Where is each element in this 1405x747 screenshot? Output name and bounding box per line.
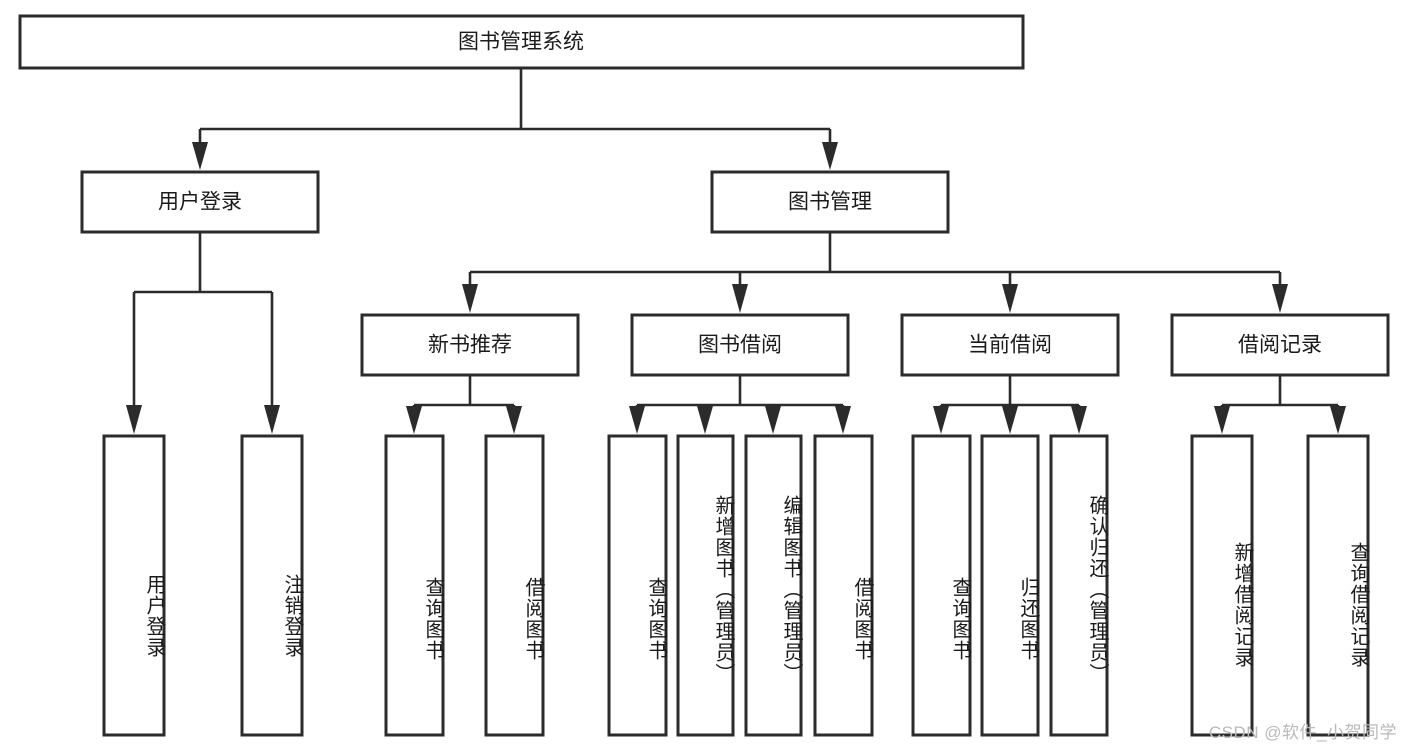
node-root-box[interactable] (18, 14, 1025, 70)
node-root[interactable]: 图书管理系统 (18, 14, 1025, 70)
leaf-box-edit-book[interactable] (744, 434, 803, 737)
arrow-head-new-book (462, 284, 478, 313)
node-user-login-label: 用户登录 (158, 191, 242, 214)
node-new-book-recommend-box[interactable] (360, 313, 580, 377)
leaf-box-user-login[interactable] (102, 434, 166, 737)
arrow-head-leaf-query-book-3 (933, 406, 949, 434)
arrow-head-leaf-edit-book (765, 406, 781, 434)
leaf-box-query-book-3[interactable] (911, 434, 972, 737)
arrow-head-leaf-confirm-return (1071, 406, 1087, 434)
leaf-box-add-book[interactable] (676, 434, 735, 737)
connector-group-userlogin-to-leaves (126, 232, 280, 434)
arrow-head-leaf-add-book (697, 406, 713, 434)
leaf-box-return-book[interactable] (980, 434, 1040, 737)
node-book-borrow[interactable]: 图书借阅 (630, 313, 850, 377)
leaf-box-query-book-2[interactable] (607, 434, 668, 737)
leaf-box-confirm-return[interactable] (1049, 434, 1109, 737)
connector-group-newbook-to-leaves (406, 375, 522, 434)
leaf-box-query-record[interactable] (1306, 434, 1370, 737)
node-borrow-record-label: 借阅记录 (1238, 334, 1322, 357)
arrow-head-leaf-logout (264, 405, 280, 434)
arrow-head-leaf-query-book-2 (629, 406, 645, 434)
node-book-borrow-box[interactable] (630, 313, 850, 377)
node-borrow-record[interactable]: 借阅记录 (1170, 313, 1390, 377)
arrow-head-user-login (192, 142, 208, 170)
connector-group-root-to-level2 (192, 68, 838, 170)
arrow-head-book-borrow (732, 284, 748, 313)
node-book-manage-label: 图书管理 (788, 191, 872, 214)
node-root-label: 图书管理系统 (458, 31, 584, 54)
arrow-head-leaf-query-book-1 (406, 406, 422, 434)
arrow-head-book-manage (822, 142, 838, 170)
node-user-login-box[interactable] (80, 170, 320, 234)
node-book-manage[interactable]: 图书管理 (710, 170, 950, 234)
node-user-login[interactable]: 用户登录 (80, 170, 320, 234)
watermark-text: CSDN @软件_小贺同学 (1208, 723, 1397, 742)
node-new-book-recommend-label: 新书推荐 (428, 334, 512, 357)
connector-group-borrowrecord-to-leaves (1214, 375, 1346, 434)
node-new-book-recommend[interactable]: 新书推荐 (360, 313, 580, 377)
arrow-head-leaf-borrow-book-2 (835, 406, 851, 434)
leaf-box-borrow-book-2[interactable] (813, 434, 874, 737)
connector-group-bookmanage-to-level3 (462, 232, 1288, 313)
arrow-head-leaf-return-book (1002, 406, 1018, 434)
node-borrow-record-box[interactable] (1170, 313, 1390, 377)
node-book-manage-box[interactable] (710, 170, 950, 234)
node-book-borrow-label: 图书借阅 (698, 334, 782, 357)
leaf-box-query-book-1[interactable] (384, 434, 445, 737)
arrow-head-leaf-borrow-book-1 (506, 406, 522, 434)
leaf-box-logout[interactable] (240, 434, 304, 737)
node-current-borrow-box[interactable] (900, 313, 1120, 377)
node-current-borrow-label: 当前借阅 (968, 334, 1052, 357)
leaf-box-add-record[interactable] (1190, 434, 1254, 737)
arrow-head-borrow-record (1272, 284, 1288, 313)
node-current-borrow[interactable]: 当前借阅 (900, 313, 1120, 377)
arrow-head-leaf-add-record (1214, 406, 1230, 434)
connector-group-bookborrow-to-leaves (629, 375, 851, 434)
leaf-box-borrow-book-1[interactable] (484, 434, 545, 737)
arrow-head-current-borrow (1002, 284, 1018, 313)
arrow-head-leaf-query-record (1330, 406, 1346, 434)
arrow-head-leaf-user-login (126, 405, 142, 434)
connector-group-currentborrow-to-leaves (933, 375, 1087, 434)
